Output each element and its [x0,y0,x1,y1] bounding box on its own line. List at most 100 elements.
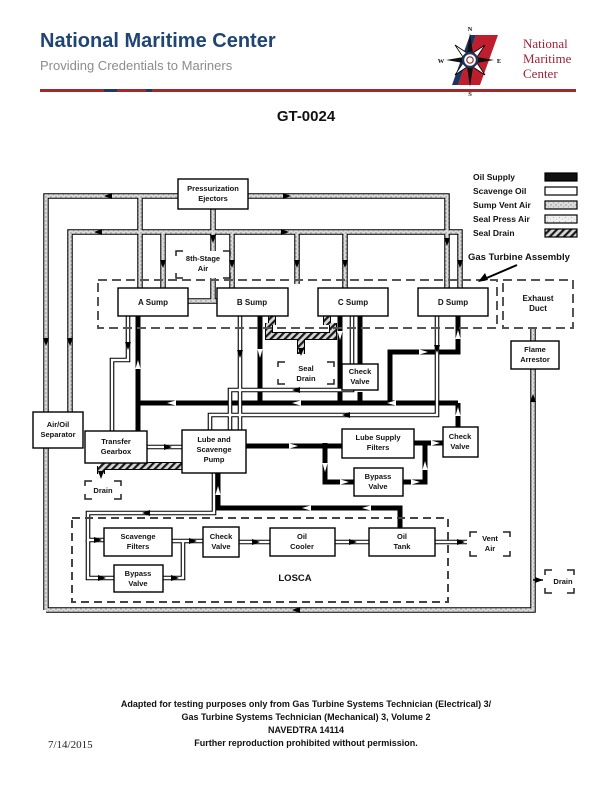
box-label: Scavenge [196,445,231,454]
box-transfer-gearbox: Transfer Gearbox [84,430,148,464]
box-label: D Sump [438,298,468,307]
legend-swatch-sump-vent-air [544,200,578,210]
compass-n-label: N [468,26,473,33]
bracket-label-seal-drain: Seal Drain [277,361,335,385]
box-bypass-valve-supply: Bypass Valve [353,467,404,497]
box-oil-tank: Oil Tank [368,527,436,557]
box-bypass-valve-losca: Bypass Valve [113,564,164,593]
compass-s-label: S [468,91,472,98]
bracket-label-vent-air: Vent Air [469,531,511,557]
losca-outline [71,517,449,603]
box-label: Gearbox [101,447,132,456]
document-number: GT-0024 [276,108,336,125]
box-label: Arrestor [520,355,550,364]
bracket-label-text: Vent [482,534,498,543]
box-label: Exhaust [522,294,553,303]
legend-label: Seal Drain [473,228,515,238]
box-check-valve-upper: Check Valve [341,363,379,391]
box-lube-and-scavenge-pump: Lube and Scavenge Pump [181,429,247,474]
footer-line: Further reproduction prohibited without … [194,738,418,748]
bracket-label-text: Seal [298,364,313,373]
box-label: Bypass [365,472,392,481]
losca-label: LOSCA [278,573,311,584]
box-check-valve-supply: Check Valve [442,426,479,458]
box-a-sump: A Sump [117,287,189,317]
bracket-label-eighth-stage-air: 8th-Stage Air [175,250,231,279]
bracket-label-drain-right: Drain [544,569,575,594]
legend-label: Sump Vent Air [473,200,531,210]
logo-wordmark: National Maritime Center [523,36,571,81]
legend-label: Scavenge Oil [473,186,526,196]
box-label: Pump [204,455,225,464]
box-d-sump: D Sump [417,287,489,317]
box-label: Air/Oil [47,420,70,429]
bracket-label-drain-left: Drain [84,480,122,500]
box-label: Separator [40,430,75,439]
box-label: A Sump [138,298,168,307]
box-label: Bypass [125,569,152,578]
compass-w-label: W [438,58,445,65]
box-label: Valve [128,579,147,588]
box-check-valve-losca: Check Valve [202,526,240,558]
box-label: Pressurization [187,184,239,193]
box-label: Lube Supply [356,433,402,442]
bracket-label-text: 8th-Stage [186,254,220,263]
box-exhaust-duct: Exhaust Duct [504,281,572,327]
footer-line: NAVEDTRA 14114 [267,725,345,735]
legend-swatch-oil-supply [544,172,578,182]
box-label: Oil [297,532,307,541]
box-label: Cooler [290,542,314,551]
bracket-label-text: Drain [93,486,113,495]
legend-label: Oil Supply [473,172,515,182]
compass-e-label: E [497,58,501,65]
logo-word-line: National [523,36,568,51]
assembly-pointer-line [481,264,518,281]
box-b-sump: B Sump [216,287,289,317]
box-label: Valve [450,442,469,451]
box-label: Tank [394,542,412,551]
footer-line: Adapted for testing purposes only from G… [120,699,492,709]
box-label: Transfer [101,437,131,446]
logo-word-line: Center [523,66,558,81]
compass-seal-inner [466,56,474,64]
exhaust-duct-outline [502,279,574,329]
header-rule [40,89,576,92]
compass-logo-icon: N S W E [438,26,501,98]
box-label: C Sump [338,298,368,307]
box-scavenge-filters: Scavenge Filters [103,527,173,557]
page-subtitle: Providing Credentials to Mariners [40,58,233,73]
box-label: Filters [127,542,150,551]
box-label: Ejectors [198,194,228,203]
box-label: B Sump [237,298,267,307]
footer-line: Gas Turbine Systems Technician (Mechanic… [181,712,431,722]
legend-swatch-seal-press-air [544,214,578,224]
legend-swatch-scavenge-oil [544,186,578,196]
box-label: Flame [524,345,546,354]
box-label: Valve [211,542,230,551]
box-label: Filters [367,443,390,452]
bracket-label-text: Air [485,544,496,553]
legend: Oil Supply Scavenge Oil Sump Vent Air Se… [473,172,578,238]
box-label: Valve [350,377,369,386]
bracket-label-text: Drain [296,374,316,383]
box-flame-arrestor: Flame Arrestor [510,340,560,370]
box-label: Duct [529,304,547,313]
logo-word-line: Maritime [523,51,572,66]
header-rule-blue-segment [104,89,117,92]
box-label: Oil [397,532,407,541]
legend-swatch-seal-drain [544,228,578,238]
header-rule-blue-segment [146,89,152,92]
gas-turbine-assembly-outline [97,279,498,329]
box-lube-supply-filters: Lube Supply Filters [341,428,415,459]
bracket-label-text: Drain [553,577,573,586]
page-title: National Maritime Center [40,30,276,52]
box-label: Scavenge [120,532,155,541]
box-label: Check [349,367,372,376]
assembly-pointer-arrowhead [478,273,488,282]
box-label: Check [210,532,233,541]
flow-arrows [43,193,543,613]
box-oil-cooler: Oil Cooler [269,527,336,557]
compass-seal-ring [461,51,479,69]
